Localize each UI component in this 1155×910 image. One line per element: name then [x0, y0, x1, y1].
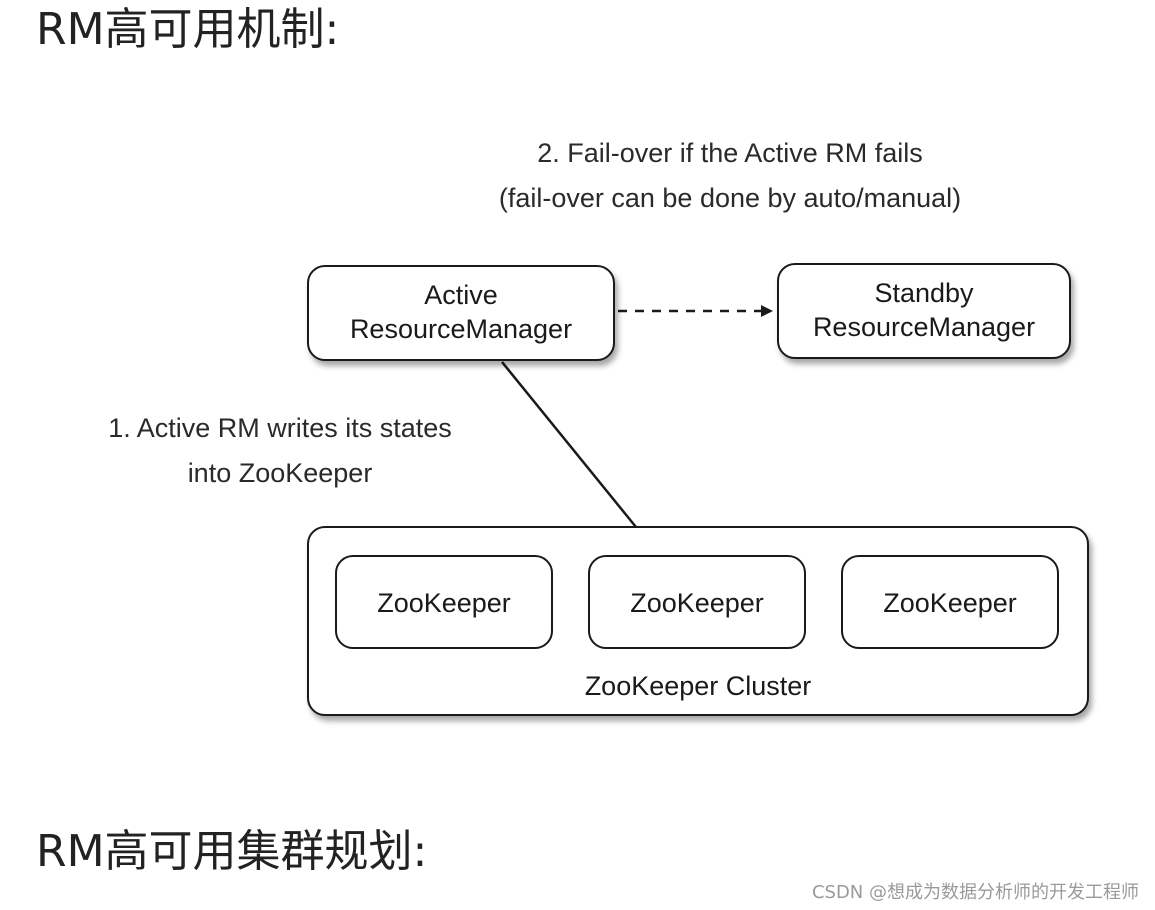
failover-caption-line-2: (fail-over can be done by auto/manual): [498, 183, 962, 213]
write-state-arrow: [501, 361, 655, 550]
active-resourcemanager-box: Active ResourceManager: [307, 265, 615, 361]
zookeeper-node-1: ZooKeeper: [335, 555, 553, 649]
zookeeper-node-label: ZooKeeper: [630, 588, 764, 618]
zookeeper-cluster-box: ZooKeeper ZooKeeper ZooKeeper ZooKeeper …: [307, 526, 1089, 716]
zookeeper-node-2: ZooKeeper: [588, 555, 806, 649]
failover-caption: 2. Fail-over if the Active RM fails (fai…: [420, 136, 1040, 215]
zookeeper-node-label: ZooKeeper: [883, 588, 1017, 618]
failover-caption-line-1: 2. Fail-over if the Active RM fails: [537, 138, 923, 168]
zookeeper-cluster-label: ZooKeeper Cluster: [584, 671, 812, 701]
zookeeper-node-3: ZooKeeper: [841, 555, 1059, 649]
active-rm-label-line-2: ResourceManager: [349, 314, 573, 344]
standby-rm-label-line-2: ResourceManager: [812, 312, 1036, 342]
section-heading-cluster-planning: RM高可用集群规划:: [36, 826, 428, 877]
write-state-caption: 1. Active RM writes its states into ZooK…: [40, 411, 520, 490]
section-heading-ha-mechanism: RM高可用机制:: [36, 4, 340, 55]
active-rm-label-line-1: Active: [424, 280, 498, 310]
standby-rm-label-line-1: Standby: [874, 278, 974, 308]
csdn-watermark: CSDN @想成为数据分析师的开发工程师: [811, 882, 1139, 903]
standby-resourcemanager-box: Standby ResourceManager: [777, 263, 1071, 359]
write-caption-line-2: into ZooKeeper: [187, 458, 373, 488]
zookeeper-node-label: ZooKeeper: [377, 588, 511, 618]
write-caption-line-1: 1. Active RM writes its states: [108, 413, 452, 443]
